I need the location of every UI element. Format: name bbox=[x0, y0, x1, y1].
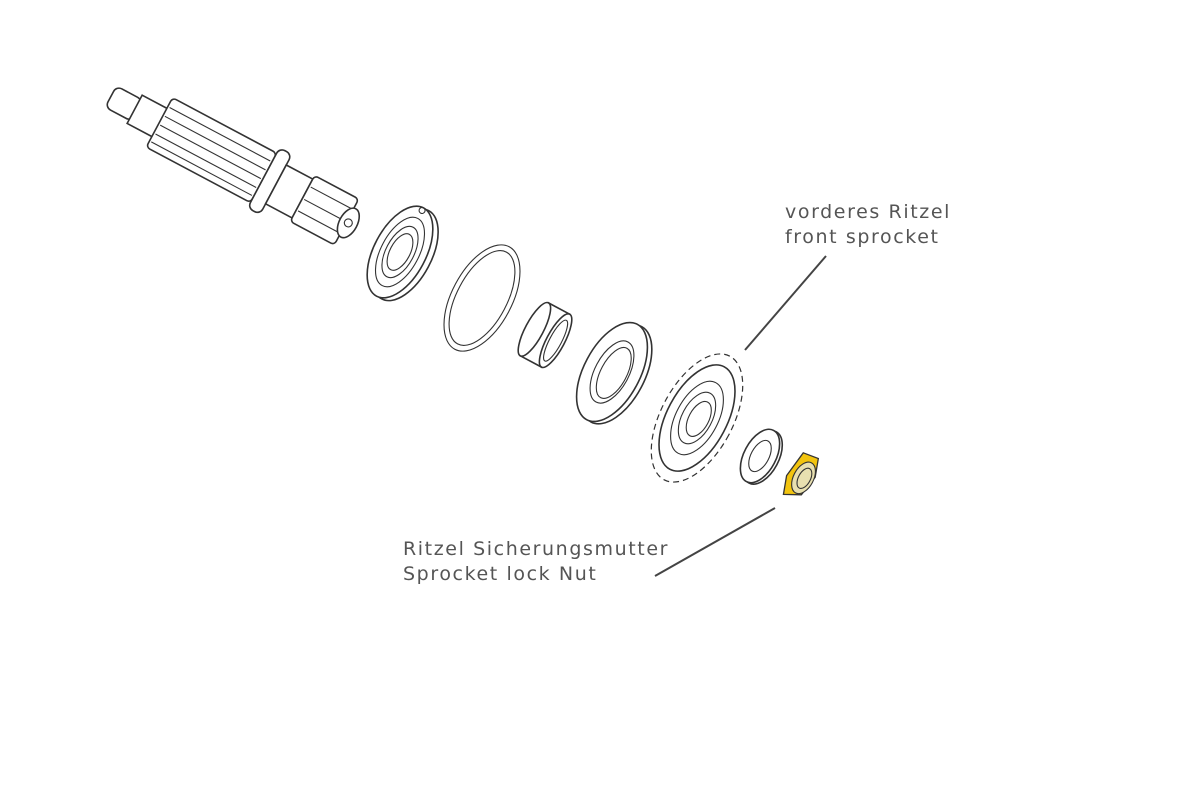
lock-nut-label: Ritzel Sicherungsmutter Sprocket lock Nu… bbox=[403, 537, 669, 587]
output-shaft bbox=[106, 87, 361, 245]
front-sprocket-label: vorderes Ritzel front sprocket bbox=[785, 200, 951, 250]
front-sprocket bbox=[650, 353, 744, 483]
ball-bearing bbox=[366, 205, 439, 302]
label-german: vorderes Ritzel bbox=[785, 201, 951, 223]
label-english: Sprocket lock Nut bbox=[403, 563, 598, 585]
leader-line-lock-nut bbox=[654, 507, 776, 577]
sprocket-lock-nut bbox=[782, 452, 820, 496]
oil-seal bbox=[575, 321, 653, 425]
label-german: Ritzel Sicherungsmutter bbox=[403, 538, 670, 560]
washer bbox=[739, 428, 784, 485]
circlip bbox=[443, 244, 521, 352]
leader-line-front-sprocket bbox=[744, 255, 827, 351]
label-english: front sprocket bbox=[785, 226, 940, 248]
spacer-sleeve bbox=[517, 301, 573, 369]
